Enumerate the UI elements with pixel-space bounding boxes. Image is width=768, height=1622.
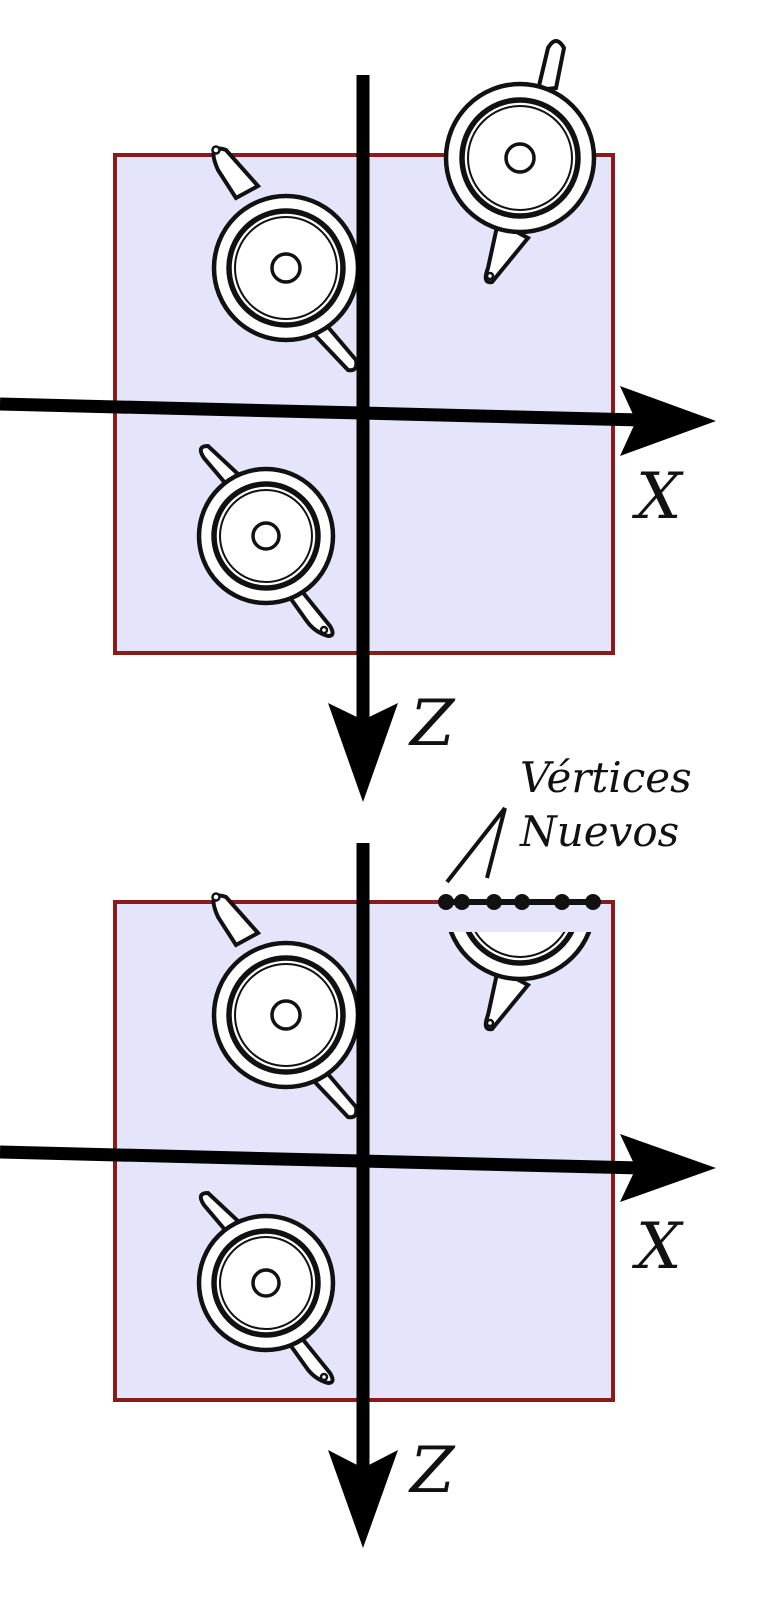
annotation-line1: Vértices — [520, 753, 692, 802]
arrow-icon — [620, 386, 716, 456]
vertex-dot — [486, 894, 502, 910]
x-axis-label: X — [631, 1210, 684, 1284]
vertex-dot — [438, 894, 454, 910]
vertex-dot — [554, 894, 570, 910]
vertex-dot — [454, 894, 470, 910]
x-axis-label: X — [631, 460, 684, 534]
z-axis-label: Z — [408, 687, 456, 761]
arrow-icon — [620, 1134, 716, 1202]
z-axis — [328, 75, 398, 802]
x-axis — [0, 386, 716, 456]
annotation-line2: Nuevos — [519, 807, 679, 856]
annotation-pointer — [445, 806, 507, 884]
vertex-dot — [585, 894, 601, 910]
new-vertices — [438, 894, 601, 910]
panel-before-clipping: X Z — [0, 41, 716, 802]
panel-after-clipping: Vértices Nuevos X Z — [0, 753, 716, 1548]
z-axis — [328, 843, 398, 1548]
arrow-icon — [328, 1450, 398, 1548]
arrow-icon — [328, 703, 398, 802]
z-axis-label: Z — [408, 1434, 456, 1508]
x-axis — [0, 1134, 716, 1202]
vertex-dot — [514, 894, 530, 910]
